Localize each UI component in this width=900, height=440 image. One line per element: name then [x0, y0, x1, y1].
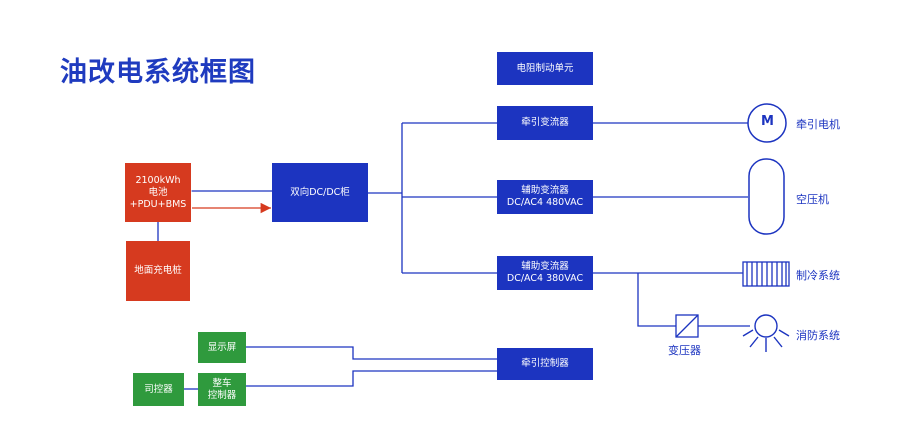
aux-converter-480-block: 辅助变流器 DC/AC4 480VAC — [497, 180, 593, 214]
refrigeration-label: 制冷系统 — [796, 269, 840, 282]
display-label: 显示屏 — [207, 341, 237, 353]
vehicle-controller-block: 整车 控制器 — [198, 373, 246, 406]
driver-controller-block: 司控器 — [133, 373, 184, 406]
battery-label: 电池 — [148, 186, 168, 198]
diagram-title: 油改电系统框图 — [60, 57, 256, 88]
display-block: 显示屏 — [198, 332, 246, 363]
transformer-label: 变压器 — [668, 344, 701, 357]
compressor-icon — [748, 158, 785, 235]
traction-controller-block: 牵引控制器 — [497, 348, 593, 380]
charger-label: 地面充电桩 — [134, 265, 182, 276]
battery-pack-block: 2100kWh 电池 +PDU+BMS — [125, 163, 191, 222]
display-to-traction-controller — [246, 346, 497, 360]
fire-system-label: 消防系统 — [796, 329, 840, 342]
vcu-line1: 整车 — [212, 377, 232, 389]
traction-motor-label: 牵引电机 — [796, 118, 840, 131]
battery-pdu-bms: +PDU+BMS — [129, 198, 187, 210]
traction-converter-label: 牵引变流器 — [521, 117, 569, 128]
brake-resistor-label: 电阻制动单元 — [516, 62, 574, 74]
aux480-line1: 辅助变流器 — [521, 185, 569, 196]
motor-icon — [747, 103, 787, 143]
brake-resistor-block: 电阻制动单元 — [497, 52, 593, 85]
traction-converter-block: 牵引变流器 — [497, 106, 593, 140]
fire-system-icon — [742, 314, 790, 352]
ground-charger-block: 地面充电桩 — [126, 241, 190, 301]
aux380-line1: 辅助变流器 — [521, 261, 569, 272]
bidirectional-dcdc-block: 双向DC/DC柜 — [272, 163, 368, 222]
driver-controller-label: 司控器 — [144, 383, 173, 395]
motor-symbol-letter: M — [761, 114, 774, 129]
traction-controller-label: 牵引控制器 — [521, 358, 569, 369]
aux-converter-380-block: 辅助变流器 DC/AC4 380VAC — [497, 256, 593, 290]
aux380-line2: DC/AC4 380VAC — [506, 273, 584, 284]
dcdc-label: 双向DC/DC柜 — [290, 186, 350, 198]
compressor-label: 空压机 — [796, 193, 829, 206]
radiator-icon — [742, 261, 790, 287]
aux380-to-transformer — [637, 273, 676, 327]
aux480-line2: DC/AC4 480VAC — [506, 197, 584, 208]
battery-capacity: 2100kWh — [135, 174, 181, 186]
vcu-to-traction-controller — [246, 370, 497, 387]
vcu-line2: 控制器 — [207, 389, 237, 401]
transformer-icon — [675, 314, 699, 338]
